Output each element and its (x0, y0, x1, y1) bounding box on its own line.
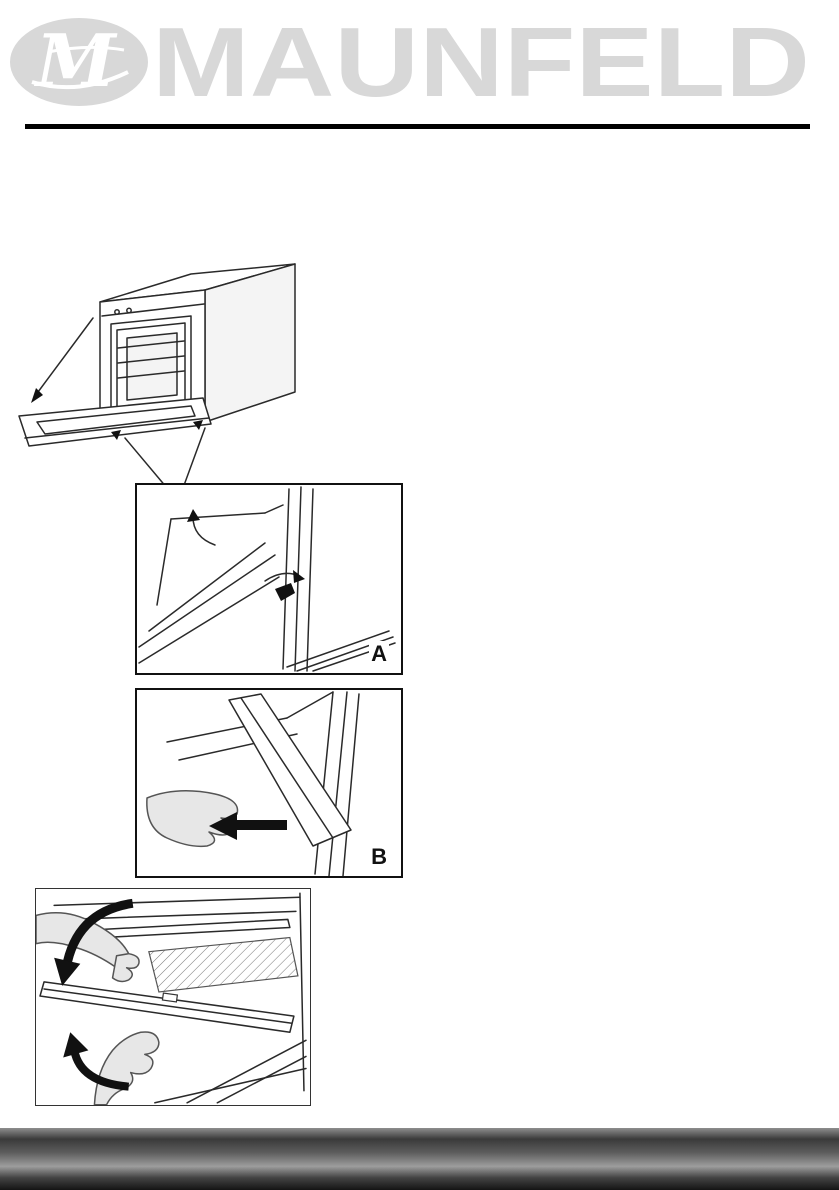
maunfeld-logo-icon: M (10, 18, 148, 106)
hinge-detail-drawing (138, 486, 396, 672)
figure-detail-a: A (135, 483, 403, 675)
figure-glass-removal (35, 888, 311, 1106)
glass-removal-drawing (36, 892, 307, 1105)
brand-wordmark-text: MAUNFELD (152, 8, 810, 116)
figure-label-b: B (369, 844, 389, 870)
figure-detail-b: B (135, 688, 403, 878)
oven-open-door-figure (18, 263, 296, 489)
brand-wordmark: MAUNFELD (152, 8, 810, 116)
svg-text:M: M (33, 18, 118, 103)
figure-label-a: A (369, 641, 389, 667)
header-divider (25, 124, 810, 129)
footer-bar (0, 1128, 839, 1190)
door-pull-drawing (146, 691, 360, 876)
